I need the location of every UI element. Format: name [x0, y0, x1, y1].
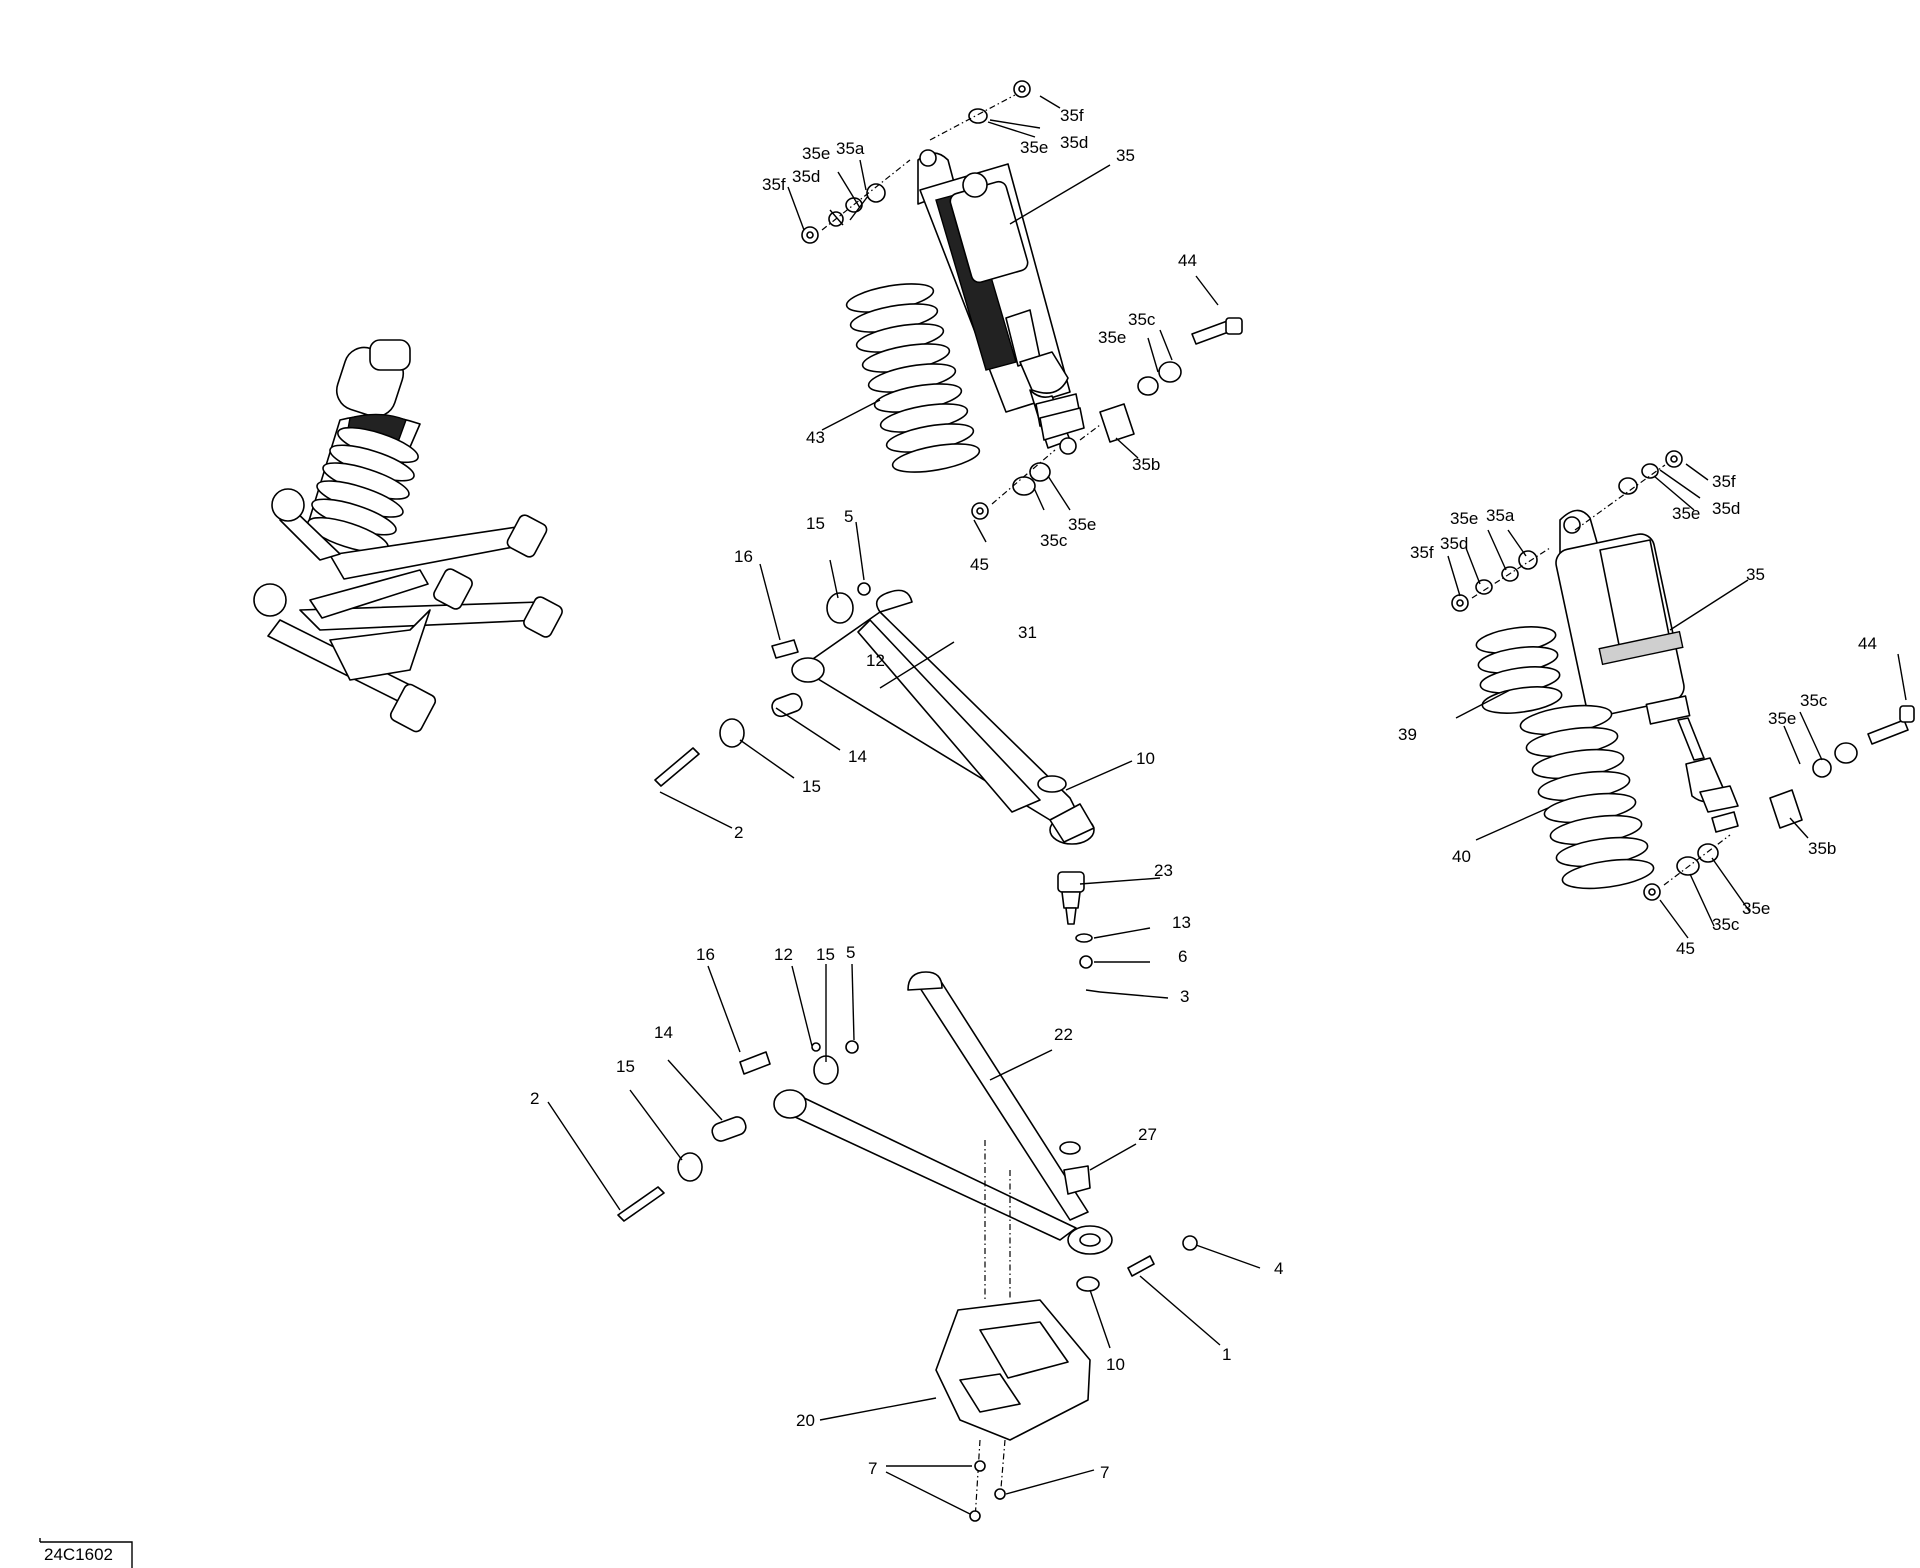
label-43: 43 — [806, 428, 825, 447]
label-27: 27 — [1138, 1125, 1157, 1144]
diagram-reference-code: 24C1602 — [44, 1545, 113, 1564]
label-16-lower: 16 — [696, 945, 715, 964]
label-22: 22 — [1054, 1025, 1073, 1044]
leader-lines — [547, 95, 1907, 1515]
right-shock-assembly — [1555, 509, 1739, 833]
right-shock-hardware — [1451, 450, 1915, 901]
label-1: 1 — [1222, 1345, 1231, 1364]
skid-plate-20 — [935, 1140, 1091, 1522]
label-35-right: 35 — [1746, 565, 1765, 584]
label-7-left: 7 — [868, 1459, 877, 1478]
label-35f-right-left: 35f — [1410, 543, 1434, 562]
label-35e-right-left: 35e — [1450, 509, 1478, 528]
label-14-lower: 14 — [654, 1023, 673, 1042]
label-35c-middle-top: 35c — [1128, 310, 1156, 329]
label-15-upper-bottom: 15 — [802, 777, 821, 796]
diagram-reference: 24C1602 — [39, 1538, 133, 1568]
label-4: 4 — [1274, 1259, 1283, 1278]
label-10-upper: 10 — [1136, 749, 1155, 768]
spring-39 — [1475, 626, 1563, 714]
label-35e-middle-top: 35e — [1020, 138, 1048, 157]
label-2-upper: 2 — [734, 823, 743, 842]
label-14-upper: 14 — [848, 747, 867, 766]
callout-labels: 35f 35d 35e 35 35e 35a 35d 35f 44 35c 35… — [530, 106, 1877, 1482]
label-35e-right-mid: 35e — [1768, 709, 1796, 728]
label-23: 23 — [1154, 861, 1173, 880]
label-10-lower: 10 — [1106, 1355, 1125, 1374]
label-3: 3 — [1180, 987, 1189, 1006]
label-44-middle: 44 — [1178, 251, 1197, 270]
spring-43 — [845, 283, 981, 473]
label-35c-middle-bottom: 35c — [1040, 531, 1068, 550]
label-15-upper-top: 15 — [806, 514, 825, 533]
label-16-upper: 16 — [734, 547, 753, 566]
upper-a-arm-31 — [654, 582, 1095, 845]
label-35f-middle-left: 35f — [762, 175, 786, 194]
label-35f-right-top: 35f — [1712, 472, 1736, 491]
label-35d-middle-top: 35d — [1060, 133, 1088, 152]
label-15-lower-top: 15 — [816, 945, 835, 964]
label-12-lower: 12 — [774, 945, 793, 964]
label-44-right: 44 — [1858, 634, 1877, 653]
label-35f-middle-top: 35f — [1060, 106, 1084, 125]
label-35d-right-top: 35d — [1712, 499, 1740, 518]
label-40: 40 — [1452, 847, 1471, 866]
middle-shock-assembly — [917, 149, 1085, 455]
label-2-lower: 2 — [530, 1089, 539, 1108]
middle-shock-hardware — [801, 80, 1243, 520]
label-15-lower-bottom: 15 — [616, 1057, 635, 1076]
label-35e-middle-mid: 35e — [1098, 328, 1126, 347]
label-35e-right-bottom: 35e — [1742, 899, 1770, 918]
label-35c-right-bottom: 35c — [1712, 915, 1740, 934]
label-6: 6 — [1178, 947, 1187, 966]
lower-a-arm-22 — [617, 971, 1198, 1292]
label-35a-right: 35a — [1486, 506, 1515, 525]
label-5-upper: 5 — [844, 507, 853, 526]
label-7-right: 7 — [1100, 1463, 1109, 1482]
label-35a-middle: 35a — [836, 139, 865, 158]
label-20: 20 — [796, 1411, 815, 1430]
label-35e-middle-bottom: 35e — [1068, 515, 1096, 534]
label-5-lower: 5 — [846, 943, 855, 962]
label-35e-middle-left: 35e — [802, 144, 830, 163]
label-45-right: 45 — [1676, 939, 1695, 958]
label-35c-right-top: 35c — [1800, 691, 1828, 710]
label-39: 39 — [1398, 725, 1417, 744]
label-35e-right-top: 35e — [1672, 504, 1700, 523]
label-35-middle: 35 — [1116, 146, 1135, 165]
label-35b-right: 35b — [1808, 839, 1836, 858]
spring-40 — [1519, 704, 1655, 890]
label-13: 13 — [1172, 913, 1191, 932]
assembled-suspension-view — [253, 339, 563, 733]
label-31: 31 — [1018, 623, 1037, 642]
label-35b-middle: 35b — [1132, 455, 1160, 474]
label-12-upper: 12 — [866, 651, 885, 670]
label-35d-middle-left: 35d — [792, 167, 820, 186]
label-45-middle: 45 — [970, 555, 989, 574]
ball-joint-23 — [1057, 871, 1101, 993]
label-35d-right-left: 35d — [1440, 534, 1468, 553]
